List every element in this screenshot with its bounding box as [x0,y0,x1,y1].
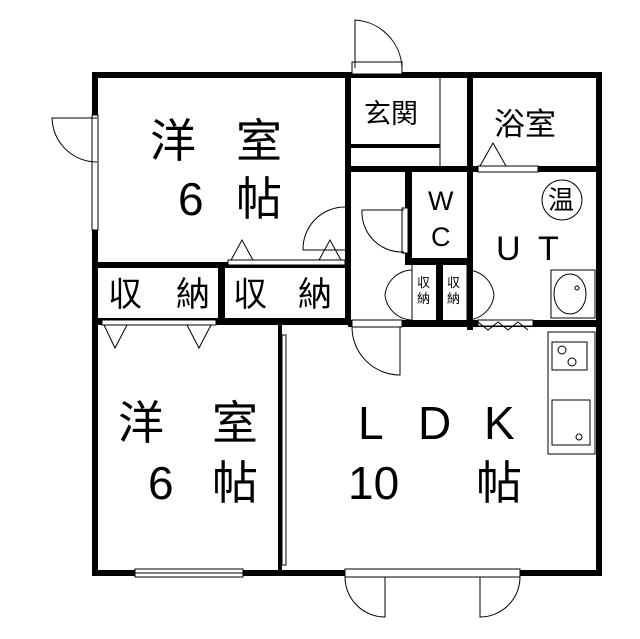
room-label-western-bottom-1: 洋 [118,396,164,450]
bathroom-label: 浴室 [494,107,556,143]
room-unit-western-top: 帖 [236,172,282,226]
room-size-western-bottom: 6 [148,457,174,509]
wc-label-2: C [431,222,451,252]
ut-label-2: T [538,230,559,268]
closet-left-2: 納 [176,275,210,315]
entrance-label: 玄関 [364,99,418,130]
closet-right-2: 納 [298,275,332,315]
room-label-western-top-1: 洋 [150,114,196,168]
small-closet-2-b: 納 [447,292,461,307]
room-label-western-bottom-2: 室 [212,396,258,450]
closet-right-1: 収 [233,275,267,315]
ldk-label-k: K [484,397,515,449]
ldk-label-d: D [418,397,452,449]
room-unit-western-bottom: 帖 [212,456,258,510]
small-closet-1-a: 収 [417,276,431,291]
water-heater-label: 温 [548,186,575,216]
small-closet-2-a: 収 [447,276,461,291]
wc-label-1: W [428,186,454,216]
ldk-size: 10 [348,457,400,509]
room-label-western-top-2: 室 [236,114,282,168]
fixtures [51,19,596,618]
closet-left-1: 収 [108,275,142,315]
ldk-label-l: L [358,397,384,449]
room-size-western-top: 6 [178,173,204,225]
small-closet-1-b: 納 [417,292,431,307]
ut-label-1: U [496,230,521,268]
ldk-unit: 帖 [476,456,522,510]
